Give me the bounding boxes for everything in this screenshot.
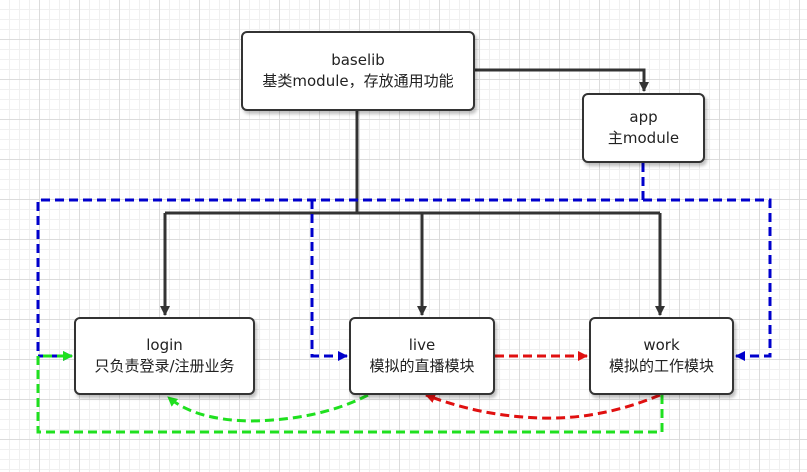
node-work-desc: 模拟的工作模块: [608, 357, 714, 375]
edge-app-to-live: [310, 200, 348, 361]
node-baselib-name: baselib: [331, 51, 385, 69]
edge-work-to-live: [425, 393, 661, 420]
node-login[interactable]: login 只负责登录/注册业务: [74, 317, 255, 395]
node-app-name: app: [629, 108, 658, 126]
edge-app-to-work: [643, 198, 772, 361]
node-live[interactable]: live 模拟的直播模块: [349, 317, 495, 395]
node-work-name: work: [643, 336, 680, 354]
node-login-desc: 只负责登录/注册业务: [94, 357, 235, 375]
node-live-desc: 模拟的直播模块: [369, 357, 475, 375]
edge-baselib-trunk: [165, 111, 660, 215]
node-work[interactable]: work 模拟的工作模块: [589, 317, 734, 395]
node-app[interactable]: app 主module: [582, 93, 705, 163]
edge-work-to-login: [36, 351, 664, 434]
node-baselib-desc: 基类module，存放通用功能: [262, 72, 454, 90]
node-app-desc: 主module: [607, 129, 680, 147]
node-login-name: login: [146, 336, 183, 354]
node-live-name: live: [408, 336, 436, 354]
node-baselib[interactable]: baselib 基类module，存放通用功能: [241, 31, 475, 111]
edge-live-to-login: [167, 393, 369, 423]
edge-baselib-to-app: [475, 68, 649, 92]
